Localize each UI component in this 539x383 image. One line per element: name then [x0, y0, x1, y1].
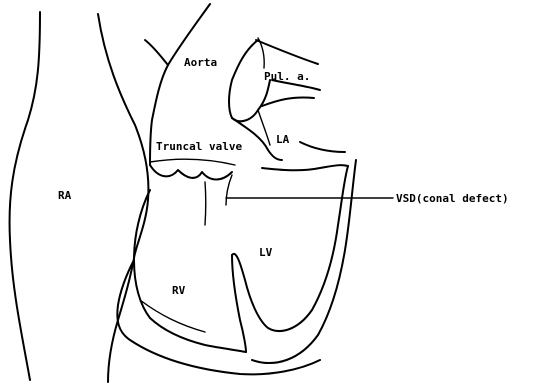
- pul-a-branch-low: [262, 97, 314, 106]
- label-truncal-valve: Truncal valve: [156, 140, 242, 153]
- label-vsd: VSD(conal defect): [396, 192, 509, 205]
- lv-inner-wall: [252, 160, 356, 363]
- vsd-edge-left: [205, 182, 206, 225]
- label-pul-a: Pul. a.: [264, 70, 310, 83]
- label-ra: RA: [58, 189, 72, 202]
- aorta-upper-arch: [145, 40, 168, 65]
- lv-septum: [232, 255, 246, 352]
- label-aorta: Aorta: [184, 56, 217, 69]
- label-rv: RV: [172, 284, 186, 297]
- la-roof: [232, 118, 282, 160]
- pul-a-branch-top: [256, 40, 318, 64]
- truncal-valve-upper: [150, 159, 235, 165]
- label-lv: LV: [259, 246, 273, 259]
- la-right: [300, 142, 345, 152]
- truncal-valve-cusps: [150, 165, 232, 180]
- label-la: LA: [276, 133, 290, 146]
- la-floor: [262, 165, 348, 170]
- rv-outer-wall: [117, 260, 320, 374]
- vsd-edge-right: [226, 175, 232, 205]
- ra-outline: [10, 12, 40, 380]
- ra-inner-wall: [98, 14, 148, 382]
